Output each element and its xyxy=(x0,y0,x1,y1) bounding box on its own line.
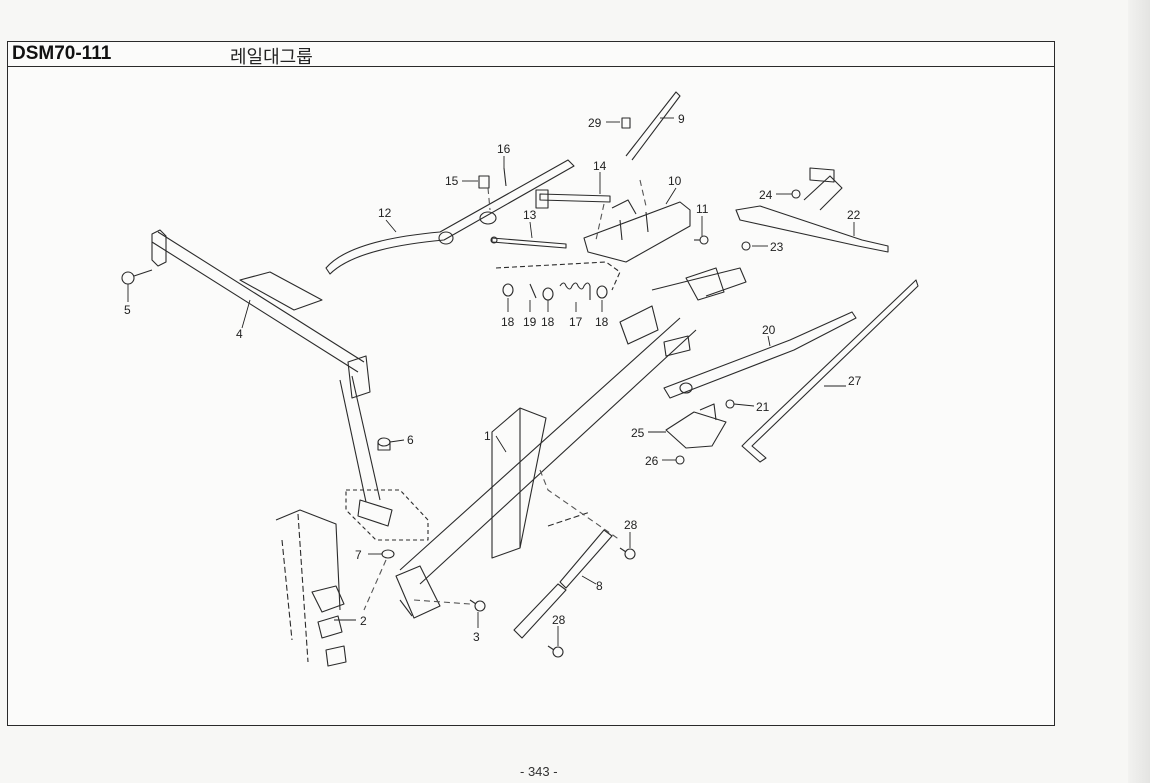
callout-29: 29 xyxy=(588,116,602,130)
callout-labels: 1 2 3 4 5 6 7 8 9 10 11 12 13 14 15 16 1… xyxy=(124,112,862,644)
part-12-arm xyxy=(325,159,575,275)
part-10-bracket xyxy=(583,199,691,263)
callout-7: 7 xyxy=(355,548,362,562)
part-9-lever xyxy=(625,91,681,161)
callout-11: 11 xyxy=(696,202,709,216)
callout-20: 20 xyxy=(762,323,776,337)
part-2-bracket xyxy=(275,509,347,667)
callout-21: 21 xyxy=(756,400,770,414)
part-25-bracket xyxy=(665,403,727,449)
callout-17: 17 xyxy=(569,315,583,329)
callout-12: 12 xyxy=(378,206,392,220)
callout-26: 26 xyxy=(645,454,659,468)
callout-2: 2 xyxy=(360,614,367,628)
part-1-main-frame xyxy=(395,267,747,619)
part-15-pin xyxy=(478,175,490,189)
callout-22: 22 xyxy=(847,208,861,222)
callout-27: 27 xyxy=(848,374,862,388)
callout-10: 10 xyxy=(668,174,682,188)
part-6-bolt xyxy=(377,437,391,451)
part-4-frame xyxy=(151,229,393,527)
callout-4: 4 xyxy=(236,327,243,341)
callout-15: 15 xyxy=(445,174,459,188)
part-24-bolt xyxy=(791,189,801,199)
part-21-bolt xyxy=(725,399,735,409)
callout-13: 13 xyxy=(523,208,537,222)
callout-1: 1 xyxy=(484,429,491,443)
callout-28a: 28 xyxy=(624,518,638,532)
callout-18a: 18 xyxy=(501,315,515,329)
part-20-arm xyxy=(663,311,857,399)
part-23-bolt xyxy=(741,241,751,251)
part-27-rod xyxy=(741,279,919,463)
spring-assembly xyxy=(495,261,621,301)
part-22-rail xyxy=(735,167,889,253)
callout-25: 25 xyxy=(631,426,645,440)
group-title: 레일대그룹 xyxy=(230,47,313,68)
callout-5: 5 xyxy=(124,303,131,317)
part-16-cotter xyxy=(503,167,507,187)
callout-24: 24 xyxy=(759,188,773,202)
part-13-rod xyxy=(490,236,567,249)
callout-3: 3 xyxy=(473,630,480,644)
callout-14: 14 xyxy=(593,159,607,173)
page-edge-shadow xyxy=(1128,0,1150,783)
part-28-bolts xyxy=(547,547,636,658)
part-26-bolt xyxy=(675,455,685,465)
part-5-bolt xyxy=(121,269,153,285)
part-14-rod xyxy=(535,189,611,209)
callout-6: 6 xyxy=(407,433,414,447)
part-29-bolt xyxy=(621,117,631,129)
callout-9: 9 xyxy=(678,112,685,126)
model-code: DSM70-111 xyxy=(12,43,112,64)
page-number: - 343 - xyxy=(520,764,558,779)
header-bar: DSM70-111 레일대그룹 xyxy=(8,42,1054,68)
callout-18b: 18 xyxy=(541,315,555,329)
part-11-bolt xyxy=(694,235,709,245)
part-3-bolt xyxy=(469,599,486,612)
callout-16: 16 xyxy=(497,142,511,156)
callout-8: 8 xyxy=(596,579,603,593)
callout-18c: 18 xyxy=(595,315,609,329)
callout-28b: 28 xyxy=(552,613,566,627)
callout-19: 19 xyxy=(523,315,537,329)
part-7-nut xyxy=(381,549,395,559)
callout-23: 23 xyxy=(770,240,784,254)
